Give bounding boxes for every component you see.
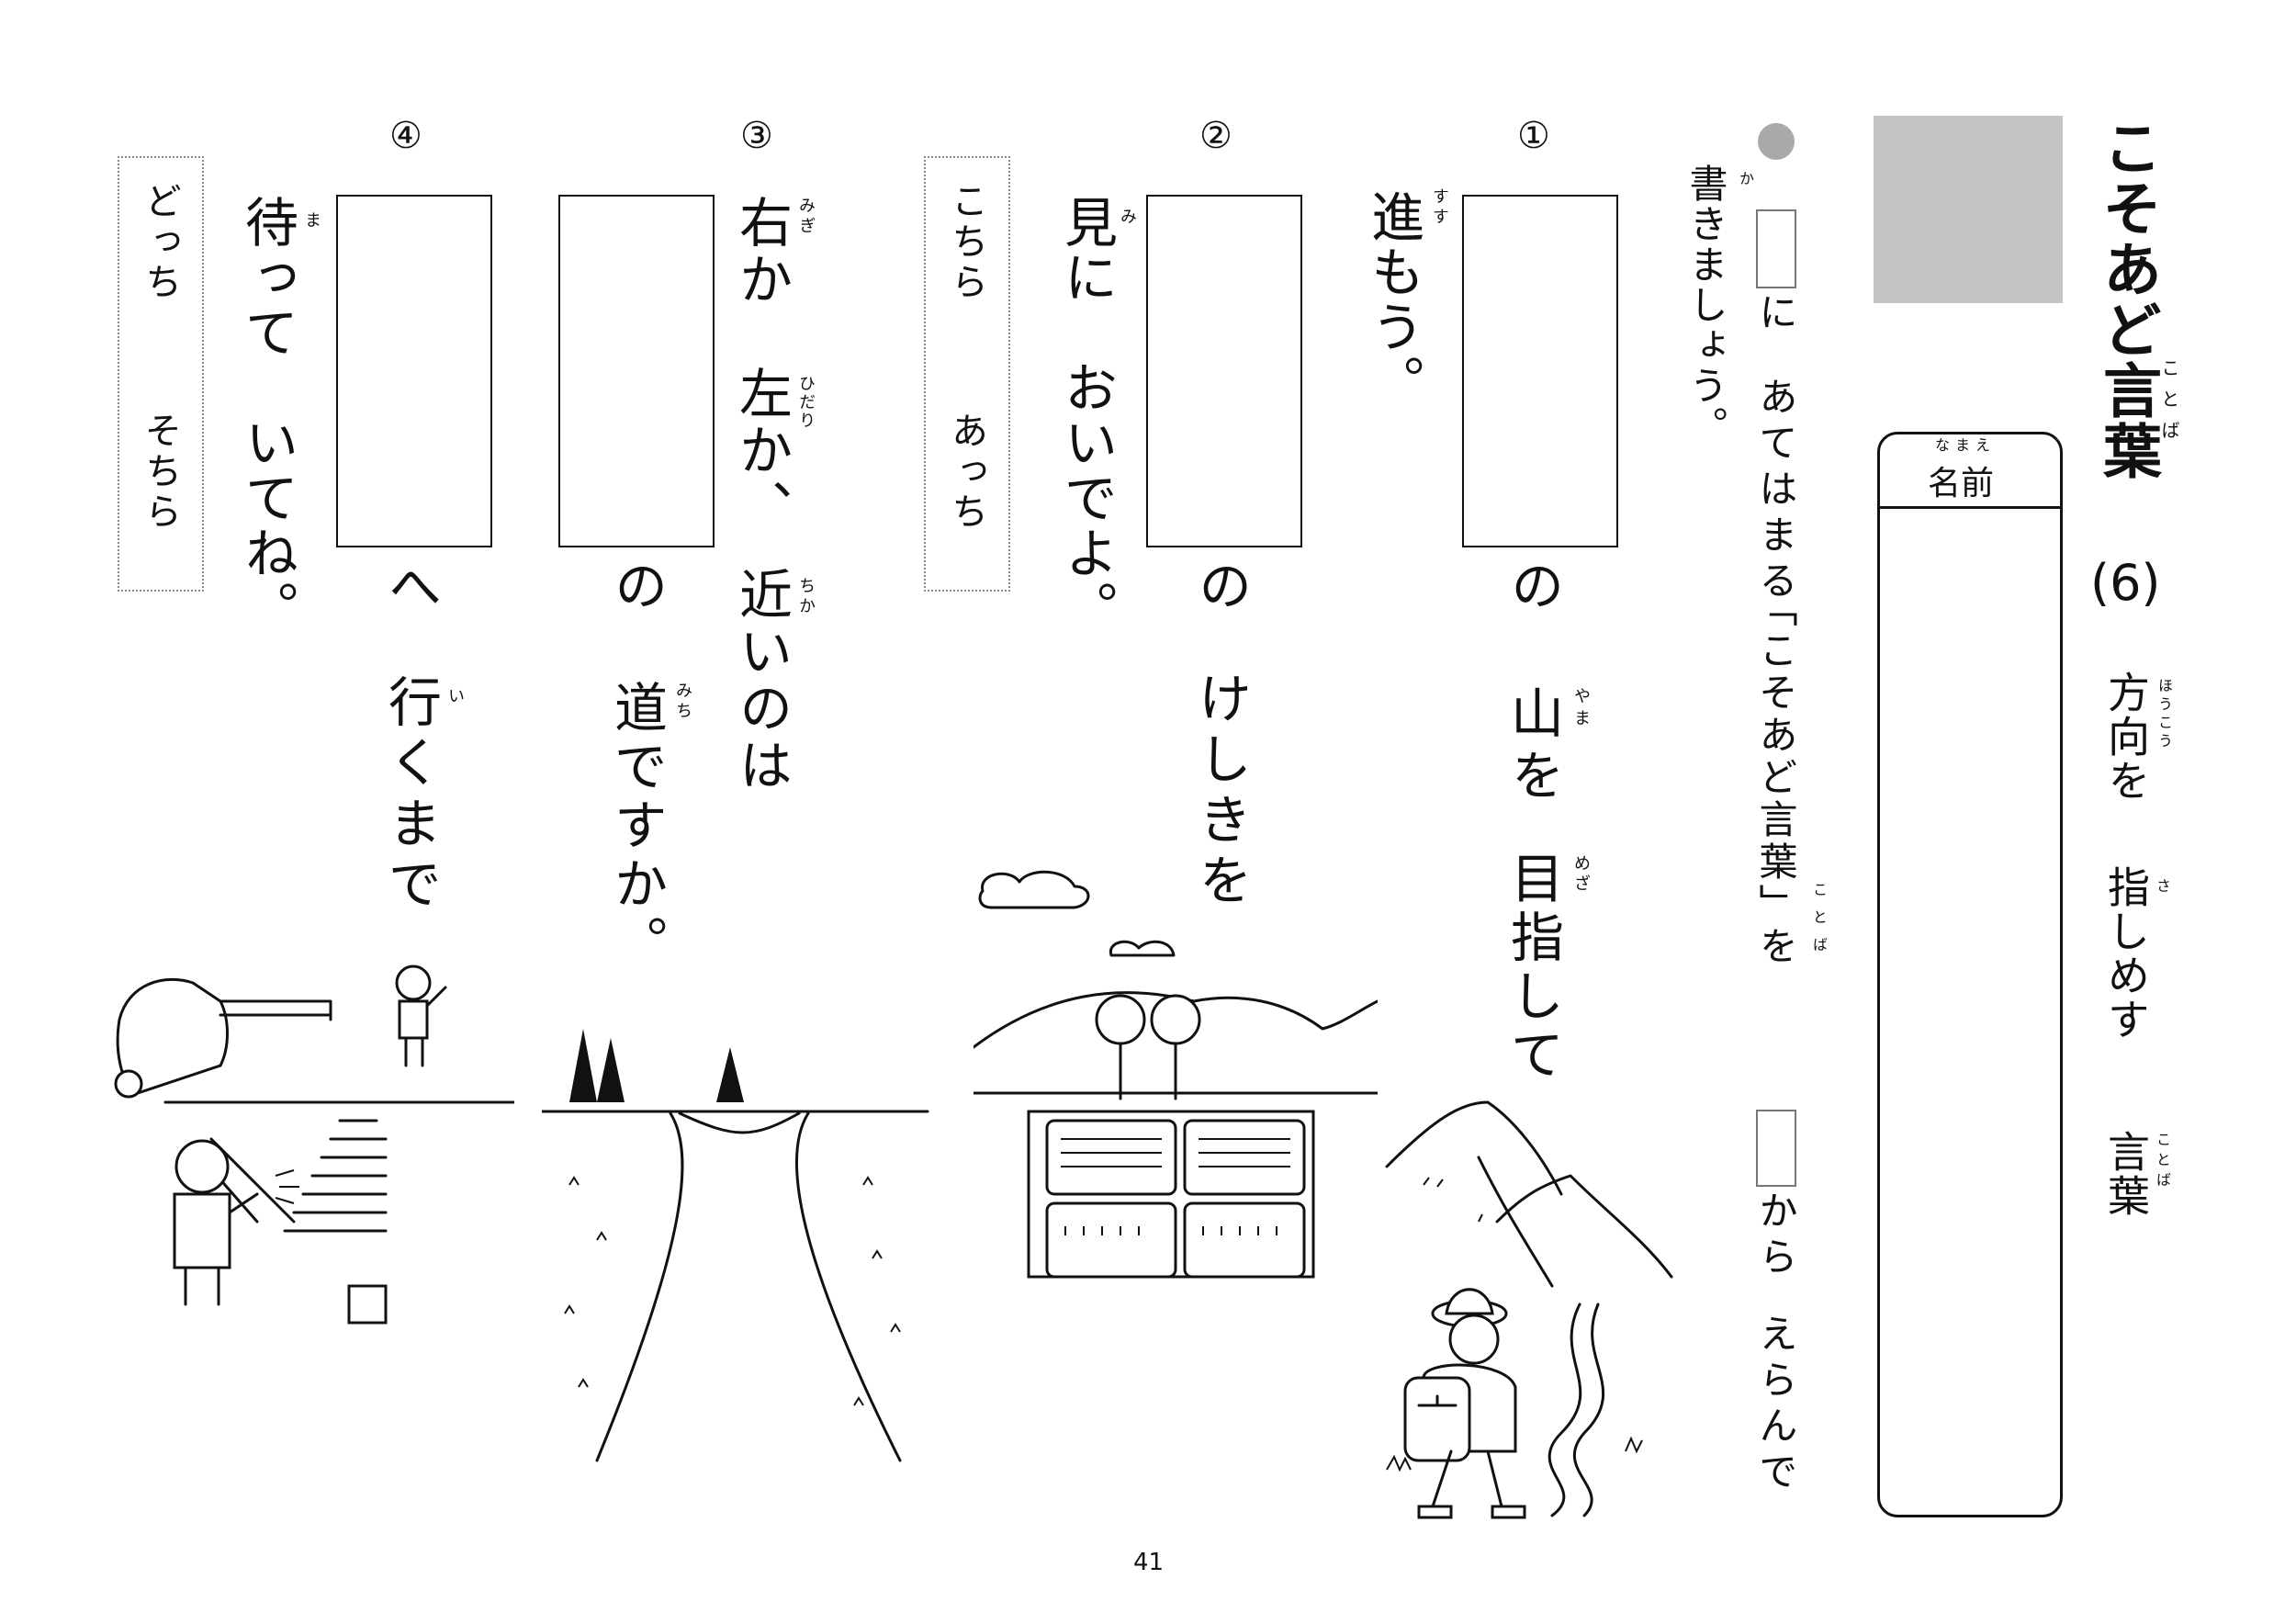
subtitle-part3-ruby: ことば (2154, 1132, 2171, 1192)
question-1-line2-ruby: すす (1430, 187, 1449, 228)
question-3-line1: 右か 左か、 近いのは (730, 195, 793, 795)
question-3-number: ③ (740, 115, 773, 157)
question-2-seg1: の (1189, 558, 1252, 621)
question-1-seg3: 目指して (1502, 851, 1564, 1086)
choice-box-1: こちら あっち (924, 156, 1010, 592)
page-number: 41 (1133, 1549, 1165, 1576)
question-1-number: ① (1517, 115, 1550, 157)
fields-landscape-illustration (974, 870, 1378, 1279)
question-1-line2: 進もう。 (1362, 189, 1424, 410)
question-3-answer-box[interactable] (558, 195, 715, 547)
lesson-number: (6) (2090, 554, 2161, 612)
subtitle-part1: 方向を (2101, 671, 2151, 803)
page-title: こそあど言葉 (2093, 118, 2161, 481)
question-4-seg1: へ (379, 558, 442, 621)
name-field[interactable]: 名前 なまえ (1877, 432, 2063, 1517)
crosswalk-illustration (114, 964, 514, 1325)
question-4-answer-box[interactable] (336, 195, 492, 547)
name-divider (1880, 506, 2060, 509)
question-3-seg2: 道ですか。 (605, 680, 668, 974)
name-label: 名前 (1928, 465, 1995, 502)
question-2-line2-ruby: み (1118, 208, 1137, 237)
instruction-text-e: えらんで (1753, 1314, 1798, 1497)
question-4-number: ④ (389, 115, 422, 157)
choice-box-2: どっち そちら (118, 156, 204, 592)
choice-2-a: どっち (139, 182, 181, 303)
question-2-answer-box[interactable] (1146, 195, 1302, 547)
choice-2-b: そちら (139, 412, 181, 533)
question-3-ruby-hidari: ひだり (796, 375, 816, 430)
instruction-line2: 書きましょう。 (1683, 164, 1728, 446)
instruction-inline-box2-icon (1756, 1110, 1796, 1187)
subtitle-part2-ruby: さ (2154, 878, 2171, 906)
question-1-seg1: の (1502, 558, 1564, 621)
choice-1-a: こちら (945, 182, 987, 303)
score-box (1874, 116, 2063, 303)
name-ruby: なまえ (1935, 436, 1997, 454)
subtitle-part1-ruby: ほうこう (2155, 678, 2173, 751)
instruction-line2-ruby: か (1737, 171, 1754, 198)
question-3-ruby-migi: みぎ (796, 197, 816, 237)
question-1-seg2-ruby: やま (1571, 687, 1591, 731)
question-4-line2: 待って いてね。 (236, 195, 298, 636)
instruction-inline-box-icon (1756, 209, 1796, 288)
question-4-line2-ruby: ま (302, 211, 321, 241)
instruction-text-b: あてはまる (1753, 377, 1798, 606)
choice-1-b: あっち (945, 412, 987, 533)
instruction-text-c: 「こそあど言葉」を (1753, 588, 1798, 968)
question-3-seg1: の (605, 558, 668, 621)
subtitle-part3: 言葉 (2101, 1130, 2151, 1218)
question-2-line2: 見に おいでよ。 (1055, 195, 1118, 636)
question-2-number: ② (1199, 115, 1232, 157)
hiker-mountain-illustration (1385, 1100, 1673, 1519)
question-1-seg3-ruby: めざ (1571, 854, 1591, 895)
instruction-bullet-icon (1758, 123, 1795, 160)
instruction-text-c-ruby: ことば (1810, 882, 1828, 964)
question-2-seg2: けしきを (1189, 671, 1252, 913)
question-1-seg2: 山を (1502, 685, 1564, 810)
question-3-seg2-ruby: みち (673, 682, 692, 722)
question-4-seg2-ruby: い (445, 687, 465, 716)
road-fork-illustration (542, 1029, 929, 1462)
question-4-seg2: 行くまで (379, 674, 442, 917)
instruction-text-d: から (1753, 1190, 1798, 1282)
question-1-answer-box[interactable] (1462, 195, 1618, 547)
title-ruby: ことば (2158, 358, 2180, 452)
instruction-text-a: に (1753, 292, 1798, 338)
subtitle-part2: 指しめす (2101, 865, 2151, 1042)
question-3-ruby-chika: ちか (796, 577, 816, 617)
